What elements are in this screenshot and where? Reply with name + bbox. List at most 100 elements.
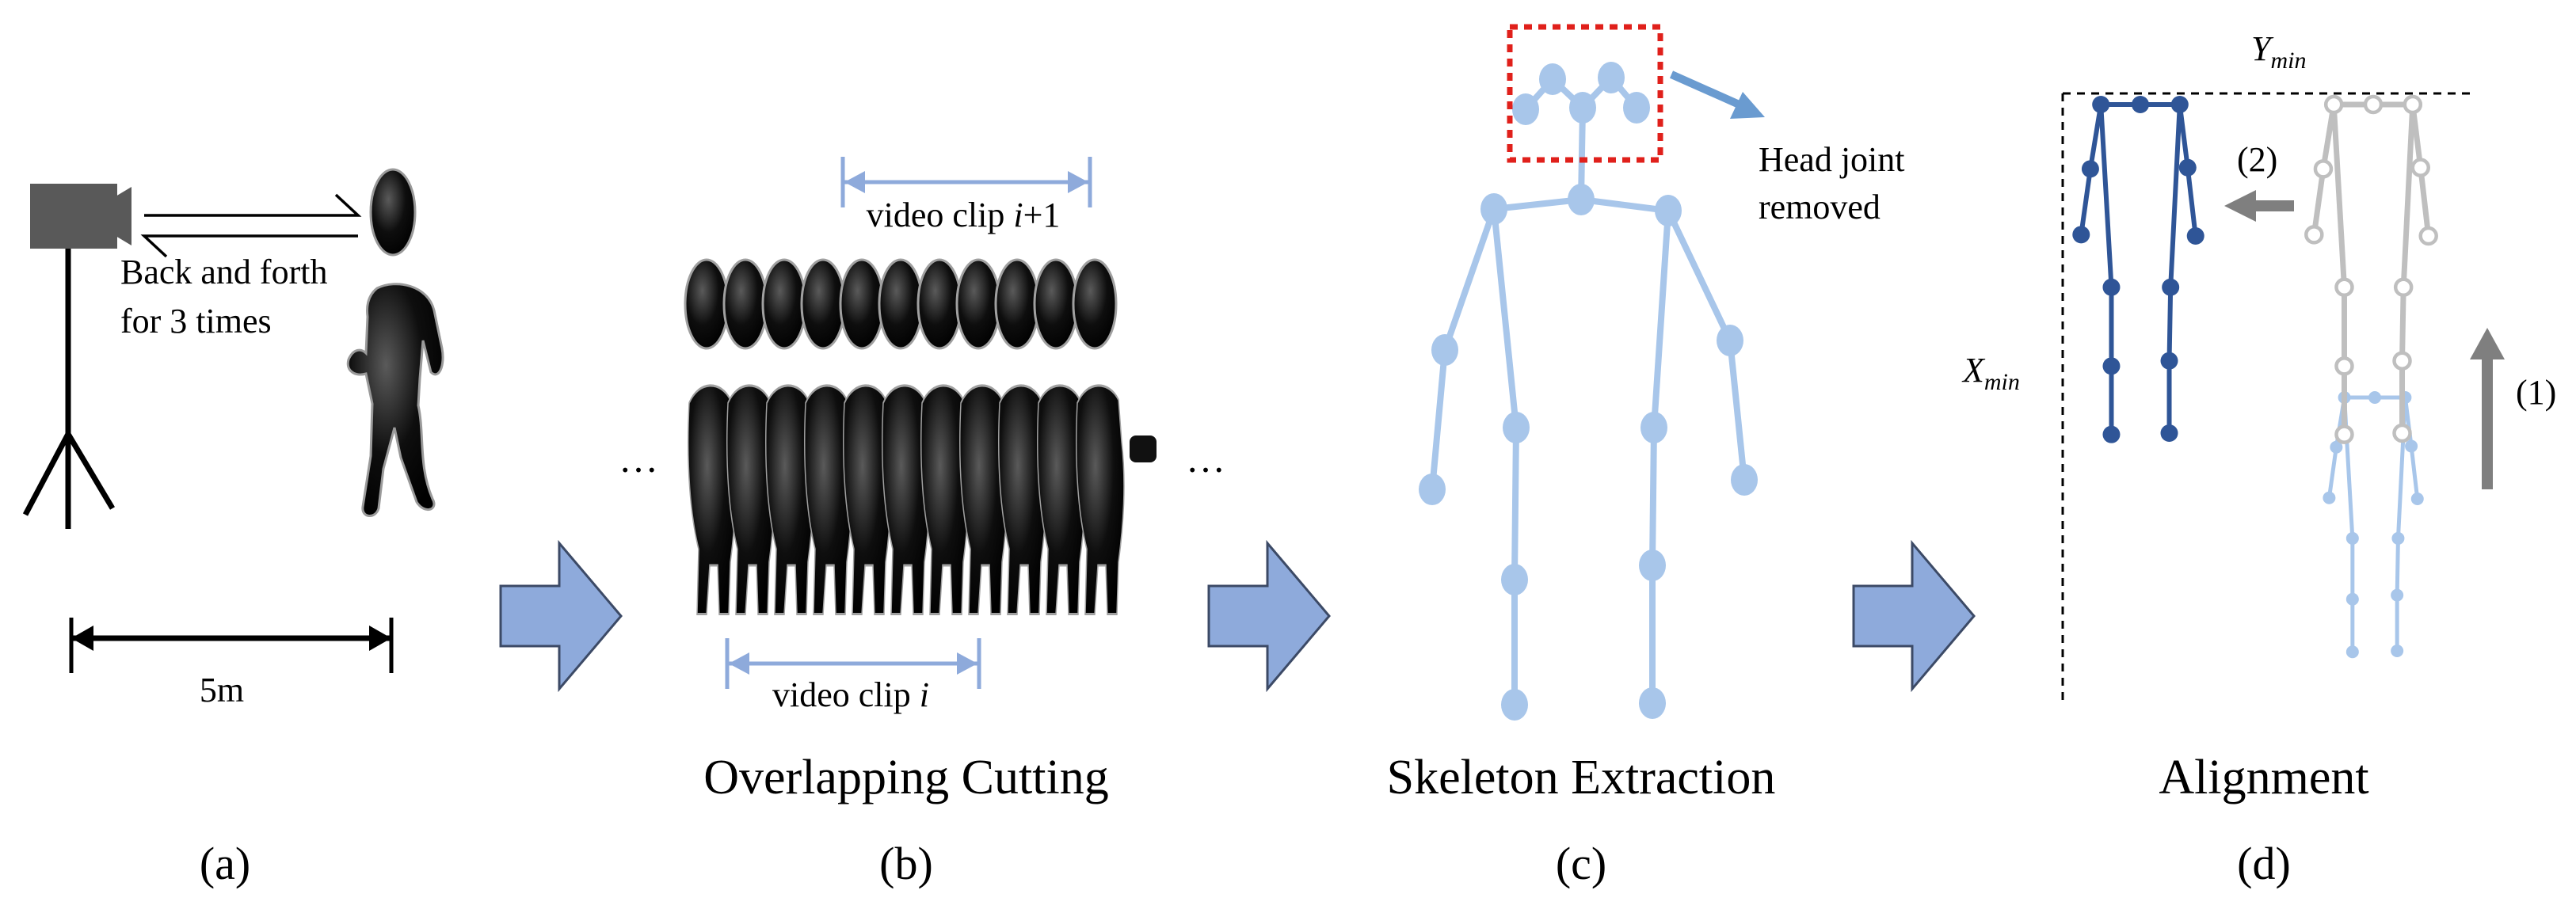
panel-b: video clip i+1 … … video clip i Overlapp… xyxy=(619,157,1225,889)
bone xyxy=(1511,424,1519,583)
head-silhouette xyxy=(955,258,1001,350)
joint-anR xyxy=(2392,423,2412,443)
head-silhouette xyxy=(878,258,924,350)
head-silhouette xyxy=(839,258,885,350)
step-2-label: (2) xyxy=(2237,140,2277,179)
joint-wrL xyxy=(1419,473,1446,506)
joint-elL xyxy=(2081,160,2099,178)
flow-arrow-3 xyxy=(1852,539,1976,693)
joint-knR xyxy=(1639,549,1666,582)
bone xyxy=(2168,102,2182,290)
joint-knL xyxy=(1501,563,1528,596)
head-silhouette xyxy=(761,258,807,350)
bone xyxy=(2330,101,2347,291)
joint-anL xyxy=(1501,688,1528,721)
ellipsis-left: … xyxy=(619,436,658,481)
skeleton-extracted xyxy=(1419,61,1758,721)
caption-c: (c) xyxy=(1556,838,1606,889)
round-trip-note-line1: Back and forth xyxy=(120,253,327,291)
joint-wrR xyxy=(1731,463,1758,496)
caption-d: (d) xyxy=(2237,838,2291,889)
clip-label: video clip i xyxy=(772,675,929,714)
joint-knL xyxy=(2102,357,2121,375)
joint-wrR xyxy=(2418,226,2438,246)
flow-arrow-1 xyxy=(499,539,623,693)
bone xyxy=(2311,165,2326,238)
walking-person-icon xyxy=(346,168,444,517)
step-1-label: (1) xyxy=(2516,373,2556,412)
joint-hipL xyxy=(2334,277,2354,297)
joint-anR xyxy=(1639,687,1666,720)
bone xyxy=(1649,424,1657,569)
flow-arrow-2 xyxy=(1207,539,1331,693)
head-silhouette xyxy=(1033,258,1079,350)
distance-dimension xyxy=(69,618,394,673)
caption-a: (a) xyxy=(200,838,250,889)
joint-eyeR xyxy=(1598,61,1625,94)
head-note-line1: Head joint xyxy=(1759,140,1905,179)
joint-hipL xyxy=(1503,411,1530,444)
x-min-label: Xmin xyxy=(1961,351,2020,395)
skeleton-aligned xyxy=(2072,96,2204,443)
joint-knR xyxy=(2391,588,2404,602)
clip-bracket xyxy=(725,638,981,689)
shift-left-arrow xyxy=(2224,190,2294,222)
bone xyxy=(2079,166,2093,238)
bone xyxy=(2166,284,2174,363)
joint-wrR xyxy=(2186,227,2204,245)
bone xyxy=(2326,445,2338,500)
joint-knL xyxy=(2345,592,2359,606)
joint-elL xyxy=(2330,440,2343,454)
bone xyxy=(1727,337,1747,483)
title-c: Skeleton Extraction xyxy=(1387,751,1776,804)
bone xyxy=(2418,165,2432,239)
title-b: Overlapping Cutting xyxy=(703,751,1108,804)
caption-b: (b) xyxy=(879,838,933,889)
joint-shL xyxy=(2323,94,2344,115)
joint-shR xyxy=(2170,96,2189,113)
bone xyxy=(1429,347,1448,493)
joint-eyeL xyxy=(1539,63,1566,96)
joint-shR xyxy=(1655,194,1682,227)
joint-knR xyxy=(2160,352,2178,370)
distance-label: 5m xyxy=(200,671,244,709)
bone xyxy=(1491,206,1519,431)
joint-elL xyxy=(1431,333,1458,367)
head-silhouette xyxy=(1072,258,1118,350)
joint-anL xyxy=(2102,425,2121,443)
joint-neck xyxy=(2132,96,2149,113)
joint-elR xyxy=(1717,324,1743,357)
title-d: Alignment xyxy=(2159,751,2368,804)
joint-hipR xyxy=(2391,531,2405,545)
clip-next-label: video clip i+1 xyxy=(867,196,1061,234)
shift-up-arrow xyxy=(2470,328,2505,489)
y-min-label: Ymin xyxy=(2251,29,2306,74)
bone xyxy=(1491,196,1584,212)
bone xyxy=(1665,207,1733,344)
head-silhouette xyxy=(800,258,846,350)
joint-wrL xyxy=(2072,226,2090,244)
joint-nose xyxy=(1569,91,1596,124)
joint-earR xyxy=(1623,91,1650,124)
back-forth-arrows xyxy=(140,193,362,258)
joint-hipR xyxy=(2393,277,2414,297)
bone xyxy=(2409,443,2420,501)
joint-hipR xyxy=(1640,411,1667,444)
bone xyxy=(1578,196,1671,214)
joint-wrL xyxy=(2304,225,2324,245)
round-trip-note-line2: for 3 times xyxy=(120,302,272,340)
camera-icon xyxy=(22,184,131,529)
joint-elR xyxy=(2178,158,2197,177)
ellipsis-right: … xyxy=(1186,436,1225,481)
head-note-line2: removed xyxy=(1759,188,1881,226)
head-silhouette xyxy=(722,258,768,350)
head-joint-box xyxy=(1507,24,1663,163)
clip-next-bracket xyxy=(840,157,1092,207)
joint-shR xyxy=(2403,94,2423,115)
joint-wrR xyxy=(2410,493,2424,505)
body-sequence xyxy=(687,384,1157,616)
panel-a: Back and forth for 3 times 5m (a) xyxy=(22,168,444,889)
joint-knL xyxy=(2334,356,2354,376)
head-silhouette xyxy=(994,258,1040,350)
